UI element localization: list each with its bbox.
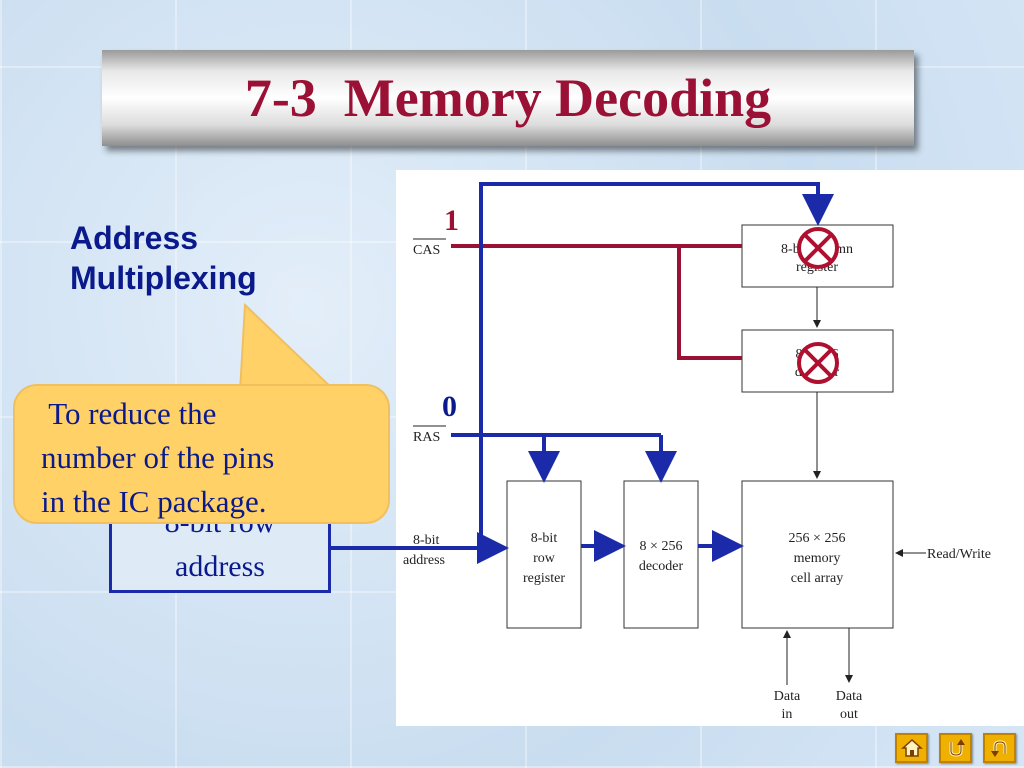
page-title: 7-3 Memory Decoding — [244, 68, 772, 128]
memory-label-1: 256 × 256 — [789, 531, 846, 546]
title-bar: 7-3 Memory Decoding — [102, 50, 914, 146]
disabled-marker-icon — [797, 227, 839, 269]
data-in-label-1: Data — [774, 689, 801, 704]
cas-label: CAS — [413, 243, 440, 258]
data-out-label-1: Data — [836, 689, 863, 704]
heading-line-2: Multiplexing — [70, 260, 257, 296]
row-register-label-2: row — [533, 551, 556, 566]
read-write-label: Read/Write — [927, 547, 991, 562]
cas-branch-line — [677, 246, 742, 360]
memory-diagram: 8-bit column register 8 × 256 decoder 8-… — [396, 170, 1024, 726]
row-address-line-2: address — [175, 550, 265, 583]
home-button[interactable] — [895, 733, 928, 763]
memory-array-box — [741, 480, 894, 629]
disabled-marker-icon — [797, 342, 839, 384]
return-icon — [949, 739, 965, 757]
row-decoder-box — [623, 480, 699, 629]
row-decoder-label-1: 8 × 256 — [640, 539, 683, 554]
return-button[interactable] — [939, 733, 972, 763]
memory-label-2: memory — [794, 551, 841, 566]
row-register-label-1: 8-bit — [531, 531, 558, 546]
cas-value: 1 — [444, 204, 459, 237]
row-register-label-3: register — [523, 571, 565, 586]
ras-value: 0 — [442, 390, 457, 423]
callout-line-1: To reduce the — [41, 396, 217, 431]
address-label-1: 8-bit — [413, 533, 440, 548]
ras-label: RAS — [413, 430, 440, 445]
section-heading: Address Multiplexing — [70, 218, 257, 298]
callout-line-3: in the IC package. — [41, 484, 267, 519]
address-label-2: address — [403, 553, 445, 568]
callout-line-2: number of the pins — [41, 440, 275, 475]
row-register-box — [506, 480, 582, 629]
address-to-column — [479, 182, 834, 548]
heading-line-1: Address — [70, 220, 199, 256]
callout-bubble: To reduce the number of the pins in the … — [13, 384, 390, 524]
memory-label-3: cell array — [791, 571, 843, 586]
data-in-label-2: in — [782, 707, 793, 722]
back-button[interactable] — [983, 733, 1016, 763]
data-out-label-2: out — [840, 707, 858, 722]
home-icon — [900, 738, 923, 757]
back-icon — [990, 740, 1006, 757]
row-decoder-label-2: decoder — [639, 559, 684, 574]
